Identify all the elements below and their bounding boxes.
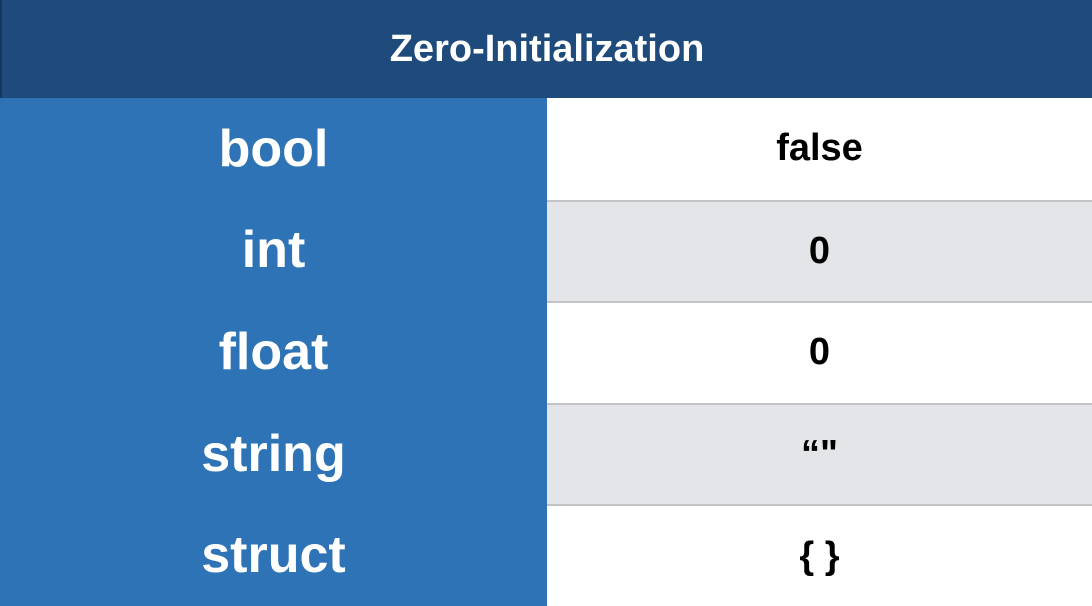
value-cell-struct: { } (547, 504, 1092, 606)
table-row: int 0 (0, 199, 1092, 302)
table-row: bool false (0, 98, 1092, 200)
value-cell-int: 0 (547, 199, 1092, 302)
type-cell-int: int (0, 199, 547, 302)
table-title: Zero-Initialization (0, 0, 1092, 98)
type-cell-struct: struct (0, 504, 547, 606)
type-cell-float: float (0, 301, 547, 403)
value-cell-bool: false (547, 98, 1092, 200)
table-row: struct { } (0, 504, 1092, 606)
value-cell-string: “" (547, 402, 1092, 505)
table-row: float 0 (0, 301, 1092, 403)
value-cell-float: 0 (547, 301, 1092, 403)
type-cell-bool: bool (0, 98, 547, 200)
table-row: string “" (0, 402, 1092, 505)
type-cell-string: string (0, 402, 547, 505)
